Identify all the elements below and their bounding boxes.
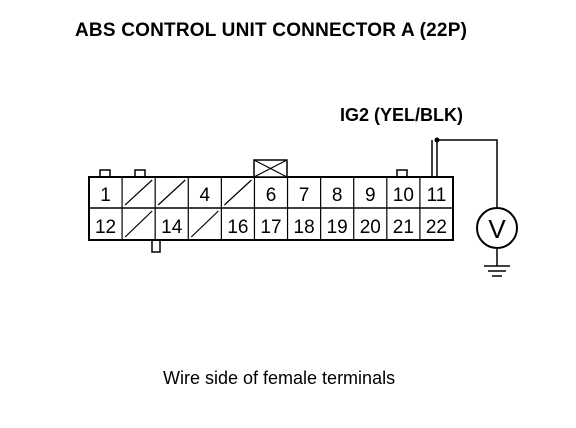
terminal-number: 10 (393, 185, 414, 206)
terminal-number: 1 (100, 185, 111, 206)
latch-tab-left (99, 169, 111, 177)
terminal-number: 8 (332, 185, 343, 206)
terminal-number: 17 (260, 217, 281, 238)
wire-label: IG2 (YEL/BLK) (340, 105, 464, 125)
wire-junction (434, 137, 440, 143)
empty-terminal-slash (124, 179, 153, 206)
voltmeter-symbol: V (488, 214, 506, 244)
terminal-number: 9 (365, 185, 376, 206)
terminal-number: 21 (393, 217, 414, 238)
diagram-caption: Wire side of female terminals (163, 368, 396, 388)
terminal-number: 6 (266, 185, 277, 206)
terminal-number: 11 (427, 185, 447, 206)
empty-terminal-slash (157, 179, 186, 206)
empty-terminal-slash (223, 179, 252, 206)
diagram-title: ABS CONTROL UNIT CONNECTOR A (22P) (75, 20, 468, 41)
bottom-tab (151, 240, 161, 253)
terminal-number: 4 (200, 185, 211, 206)
latch-tab-2 (134, 169, 146, 177)
terminal-number: 22 (426, 217, 447, 238)
lock-cross-b (253, 159, 288, 178)
terminal-number: 7 (299, 185, 310, 206)
latch-tab-3 (396, 169, 408, 177)
terminal-number: 20 (360, 217, 381, 238)
terminal-number: 19 (327, 217, 348, 238)
terminal-number: 16 (227, 217, 248, 238)
terminal-number: 12 (95, 217, 116, 238)
empty-terminal-slash (124, 210, 153, 238)
terminal-number: 14 (161, 217, 183, 238)
empty-terminal-slash (190, 210, 219, 238)
test-wire (436, 139, 498, 208)
terminal-number: 18 (294, 217, 315, 238)
